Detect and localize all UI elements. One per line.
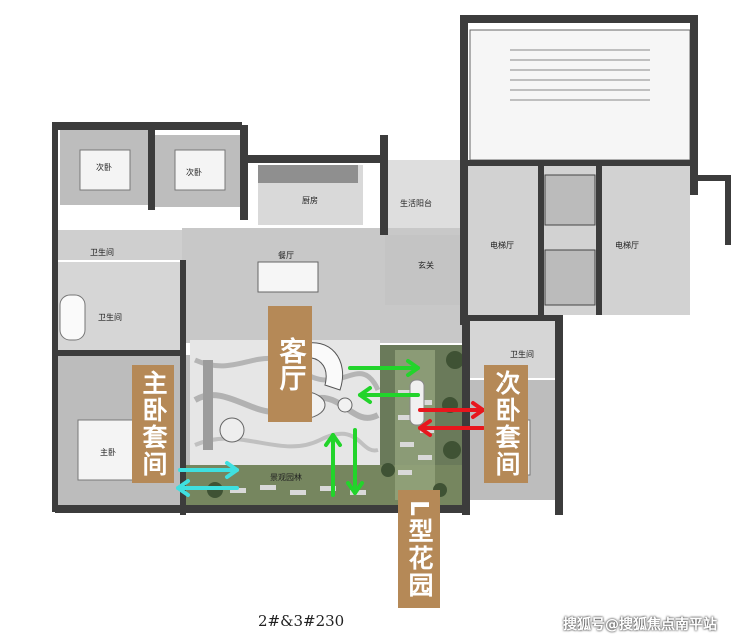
l-garden-label: L型花园 — [398, 490, 440, 608]
master-suite-label: 主卧套间 — [132, 365, 174, 483]
room-label-lift-left: 电梯厅 — [490, 240, 514, 250]
green-arrow-left — [358, 386, 420, 404]
bathtub — [59, 294, 86, 341]
room-label-bath-b: 卫生间 — [98, 312, 122, 322]
cyan-arrow-left — [176, 479, 239, 497]
room-label-bedroom-a: 次卧 — [96, 162, 112, 172]
lounge-chair — [219, 417, 245, 443]
garden-bench — [409, 379, 425, 426]
balcony-floor — [385, 160, 460, 235]
green-arrow-down — [346, 428, 364, 495]
living-room-label: 客厅 — [268, 306, 312, 422]
kitchen-counter — [258, 165, 358, 183]
lift-car-2 — [544, 249, 596, 306]
cyan-arrow-right — [178, 461, 239, 479]
room-label-kitchen: 厨房 — [302, 195, 318, 205]
dining-table — [257, 261, 319, 293]
garden-area — [180, 345, 464, 505]
media-panel — [203, 360, 213, 450]
bed-a — [79, 149, 131, 191]
walls — [52, 15, 731, 515]
room-labels: 次卧 次卧 厨房 生活阳台 餐厅 玄关 电梯厅 电梯厅 卫生间 卫生间 卫生间 … — [90, 162, 639, 482]
room-label-balcony: 生活阳台 — [400, 198, 432, 208]
second-suite-label: 次卧套间 — [484, 365, 528, 483]
room-label-master: 主卧 — [100, 447, 116, 457]
source-watermark: 搜狐号@搜狐焦点南平站 — [563, 617, 717, 633]
red-arrow-right — [418, 401, 485, 419]
room-label-bath-a: 卫生间 — [90, 247, 114, 257]
red-arrow-left — [418, 419, 485, 437]
foyer-floor — [385, 235, 465, 305]
stair-steps — [510, 49, 650, 101]
bed-b — [174, 149, 226, 191]
circulation-arrows — [176, 359, 485, 497]
room-label-bedroom-b: 次卧 — [186, 167, 202, 177]
room-label-bath-c: 卫生间 — [510, 349, 534, 359]
lift-car-1 — [544, 174, 596, 226]
stool — [337, 397, 353, 413]
room-label-dining: 餐厅 — [278, 251, 294, 260]
stair-core — [469, 29, 691, 161]
room-label-foyer: 玄关 — [418, 260, 434, 270]
green-arrow-right — [348, 359, 420, 377]
room-label-lift-right: 电梯厅 — [615, 240, 639, 250]
unit-caption: 2#&3#230 — [258, 612, 345, 630]
green-arrow-up — [324, 433, 342, 497]
room-label-garden-path: 景观园林 — [270, 472, 302, 482]
